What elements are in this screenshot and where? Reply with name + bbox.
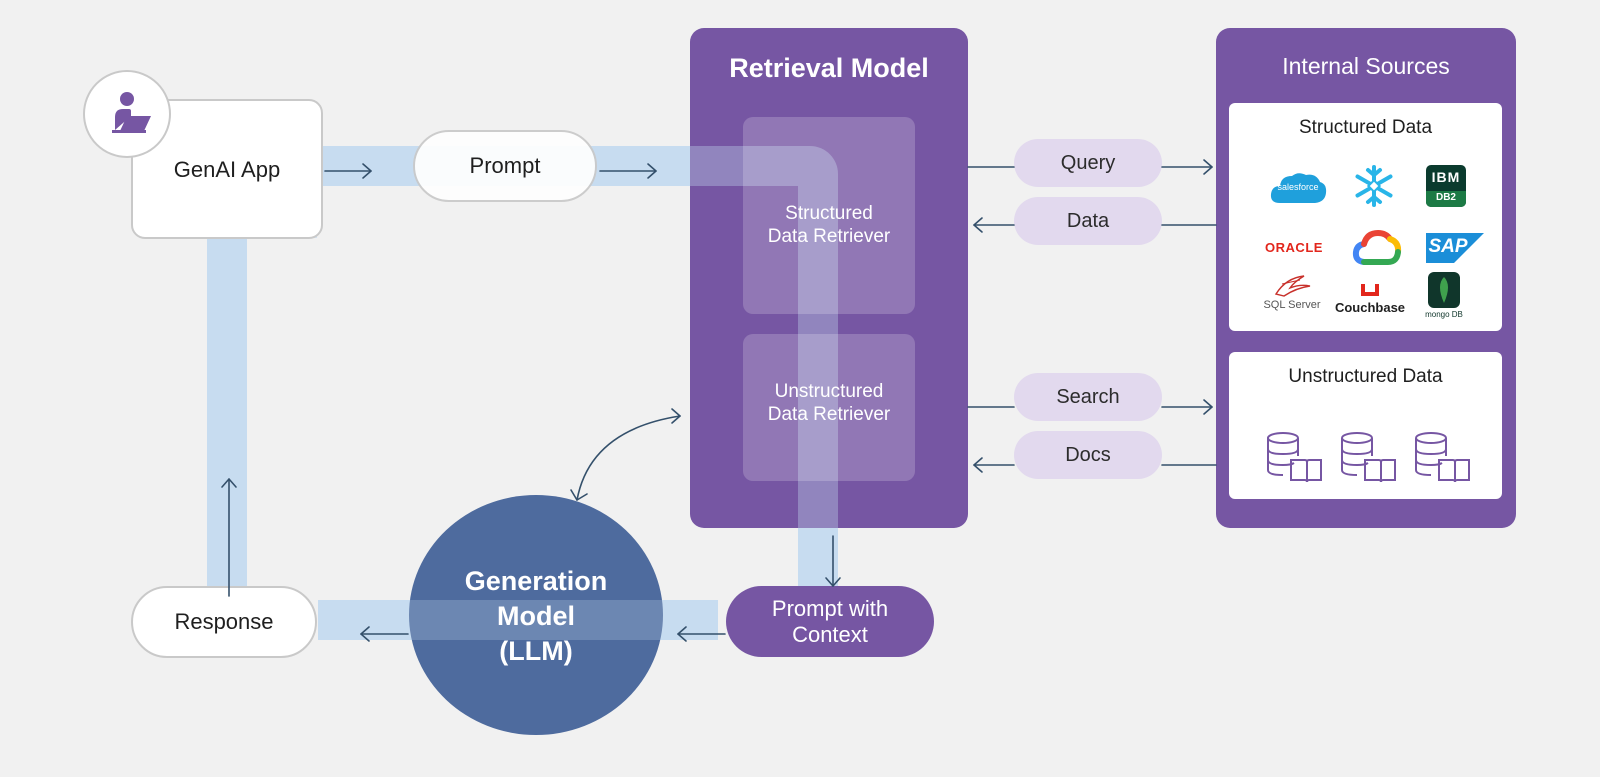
database-docs-icon — [1339, 430, 1397, 486]
prompt-with-context-label: Prompt with Context — [726, 594, 934, 650]
genai-app-label: GenAI App — [173, 157, 281, 182]
unstructured-retriever-card — [743, 334, 915, 481]
prompt-with-context-line2: Context — [792, 622, 868, 647]
flow-band-left-up — [207, 238, 247, 598]
flow-overlay-top — [690, 146, 838, 186]
unstructured-retriever-label: Unstructured Data Retriever — [743, 373, 915, 433]
generation-model-label: Generation Model (LLM) — [409, 562, 663, 670]
docs-pill: Docs — [1014, 431, 1162, 479]
structured-data-title: Structured Data — [1298, 117, 1433, 138]
data-pill: Data — [1014, 197, 1162, 245]
mongodb-text: mongo DB — [1425, 310, 1463, 319]
sap-logo: SAP — [1426, 233, 1484, 263]
mongodb-logo: mongo DB — [1424, 272, 1464, 324]
prompt-pill — [413, 130, 597, 202]
couchbase-logo: Couchbase — [1330, 282, 1410, 318]
ibm-db2-logo: IBM DB2 — [1426, 165, 1466, 207]
structured-retriever-label: Structured Data Retriever — [743, 195, 915, 255]
structured-retriever-line2: Data Retriever — [767, 226, 891, 247]
google-cloud-icon — [1352, 228, 1402, 268]
response-pill — [131, 586, 317, 658]
prompt-with-context-line1: Prompt with — [771, 596, 889, 621]
unstructured-data-title: Unstructured Data — [1288, 366, 1443, 387]
salesforce-text: salesforce — [1277, 182, 1319, 192]
sql-server-logo: SQL Server — [1256, 274, 1328, 316]
internal-sources-title: Internal Sources — [1282, 52, 1450, 79]
structured-retriever-card — [743, 117, 915, 314]
user-icon — [83, 70, 171, 158]
oracle-logo: ORACLE — [1265, 240, 1323, 255]
ibm-db2-band — [1426, 191, 1466, 207]
sql-server-text: SQL Server — [1263, 299, 1321, 311]
salesforce-logo: salesforce — [1268, 167, 1328, 209]
generation-model-circle — [409, 495, 663, 735]
retrieval-model-title: Retrieval Model — [729, 52, 929, 83]
search-pill: Search — [1014, 373, 1162, 421]
generation-model-line1: Generation — [464, 565, 608, 596]
sap-text: SAP — [1428, 236, 1468, 257]
database-docs-icon — [1413, 430, 1471, 486]
snowflake-icon — [1352, 164, 1396, 208]
ibm-text: IBM — [1431, 169, 1461, 185]
structured-retriever-line1: Structured — [785, 203, 873, 224]
couchbase-text: Couchbase — [1334, 300, 1406, 315]
response-label: Response — [174, 609, 274, 634]
retrieval-model-panel — [690, 28, 968, 528]
prompt-with-context-pill — [726, 586, 934, 657]
database-docs-icon — [1265, 430, 1323, 486]
db2-text: DB2 — [1435, 192, 1456, 203]
arrow-llm-retrieval-curve — [576, 415, 681, 501]
unstructured-retriever-line1: Unstructured — [774, 381, 884, 402]
flow-overlay-down — [798, 186, 838, 528]
unstructured-retriever-line2: Data Retriever — [767, 404, 891, 425]
prompt-label: Prompt — [469, 153, 541, 178]
generation-model-line2: Model — [497, 600, 575, 631]
generation-model-line3: (LLM) — [499, 635, 573, 666]
query-pill: Query — [1014, 139, 1162, 187]
flow-overlay-llm — [409, 600, 663, 640]
